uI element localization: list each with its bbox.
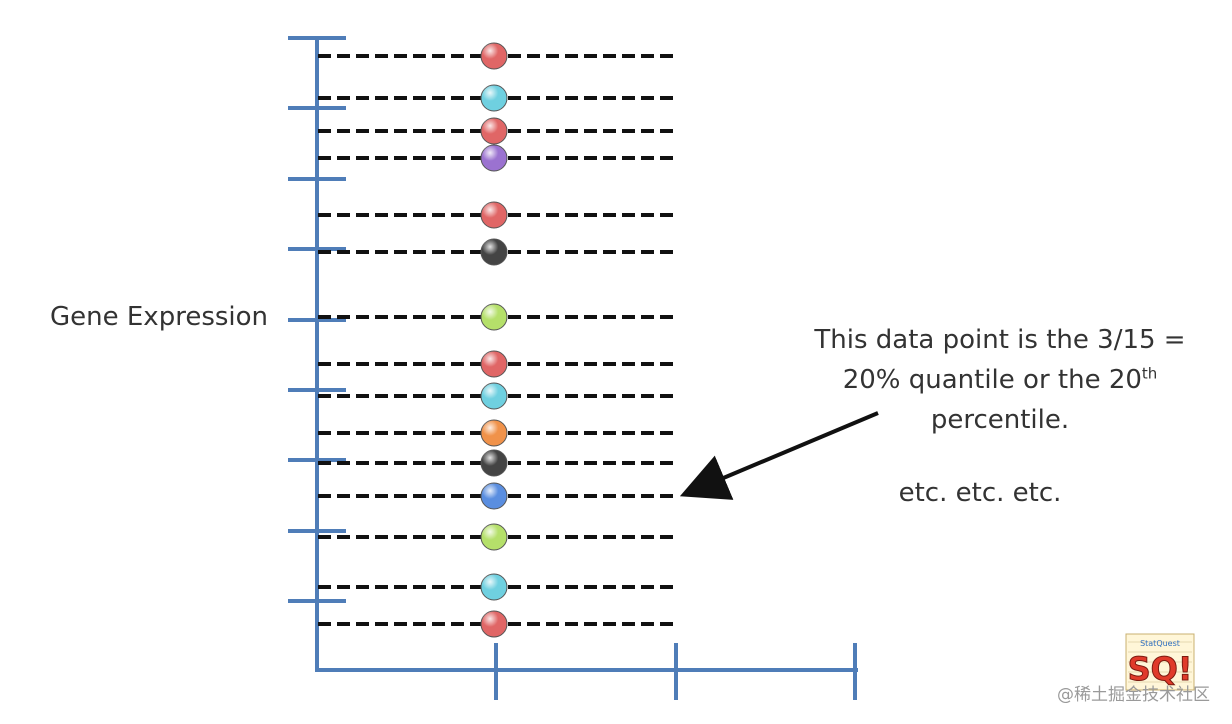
- annotation-line-2: 20% quantile or the 20th: [790, 360, 1210, 400]
- data-point-highlight: [481, 85, 507, 111]
- data-point-7: [480, 350, 508, 378]
- data-point-highlight: [481, 420, 507, 446]
- data-point-5: [480, 238, 508, 266]
- data-point-9: [480, 419, 508, 447]
- data-point-12: [480, 523, 508, 551]
- data-points-group: [480, 42, 508, 638]
- data-point-highlight: [481, 304, 507, 330]
- axes-group: [288, 36, 858, 700]
- annotation-line-2-main: 20% quantile or the 20: [842, 365, 1142, 395]
- data-point-highlight: [481, 450, 507, 476]
- logo-text: SQ!: [1128, 650, 1193, 688]
- annotation-superscript: th: [1141, 364, 1158, 383]
- etc-text: etc. etc. etc.: [898, 478, 1062, 508]
- data-point-10: [480, 449, 508, 477]
- data-point-1: [480, 84, 508, 112]
- data-point-6: [480, 303, 508, 331]
- data-point-highlight: [481, 611, 507, 637]
- data-point-13: [480, 573, 508, 601]
- data-point-4: [480, 201, 508, 229]
- data-point-0: [480, 42, 508, 70]
- data-point-highlight: [481, 524, 507, 550]
- statquest-logo-icon: StatQuest SQ!: [1125, 633, 1195, 691]
- data-point-highlight: [481, 43, 507, 69]
- data-point-highlight: [481, 383, 507, 409]
- data-point-8: [480, 382, 508, 410]
- data-point-highlight: [481, 202, 507, 228]
- annotation-text: This data point is the 3/15 = 20% quanti…: [790, 320, 1210, 440]
- logo-subtext: StatQuest: [1140, 639, 1180, 648]
- data-point-highlight: [481, 239, 507, 265]
- data-point-14: [480, 610, 508, 638]
- data-point-highlight: [481, 351, 507, 377]
- annotation-line-3: percentile.: [930, 405, 1070, 435]
- data-point-highlight: [481, 145, 507, 171]
- data-point-highlight: [481, 118, 507, 144]
- annotation-arrow: [679, 411, 879, 500]
- data-point-11: [480, 482, 508, 510]
- data-point-3: [480, 144, 508, 172]
- data-point-2: [480, 117, 508, 145]
- data-point-highlight: [481, 574, 507, 600]
- watermark: @稀土掘金技术社区: [1057, 685, 1210, 705]
- y-axis-label: Gene Expression: [50, 302, 269, 332]
- data-point-highlight: [481, 483, 507, 509]
- annotation-line-1: This data point is the 3/15 =: [814, 325, 1186, 355]
